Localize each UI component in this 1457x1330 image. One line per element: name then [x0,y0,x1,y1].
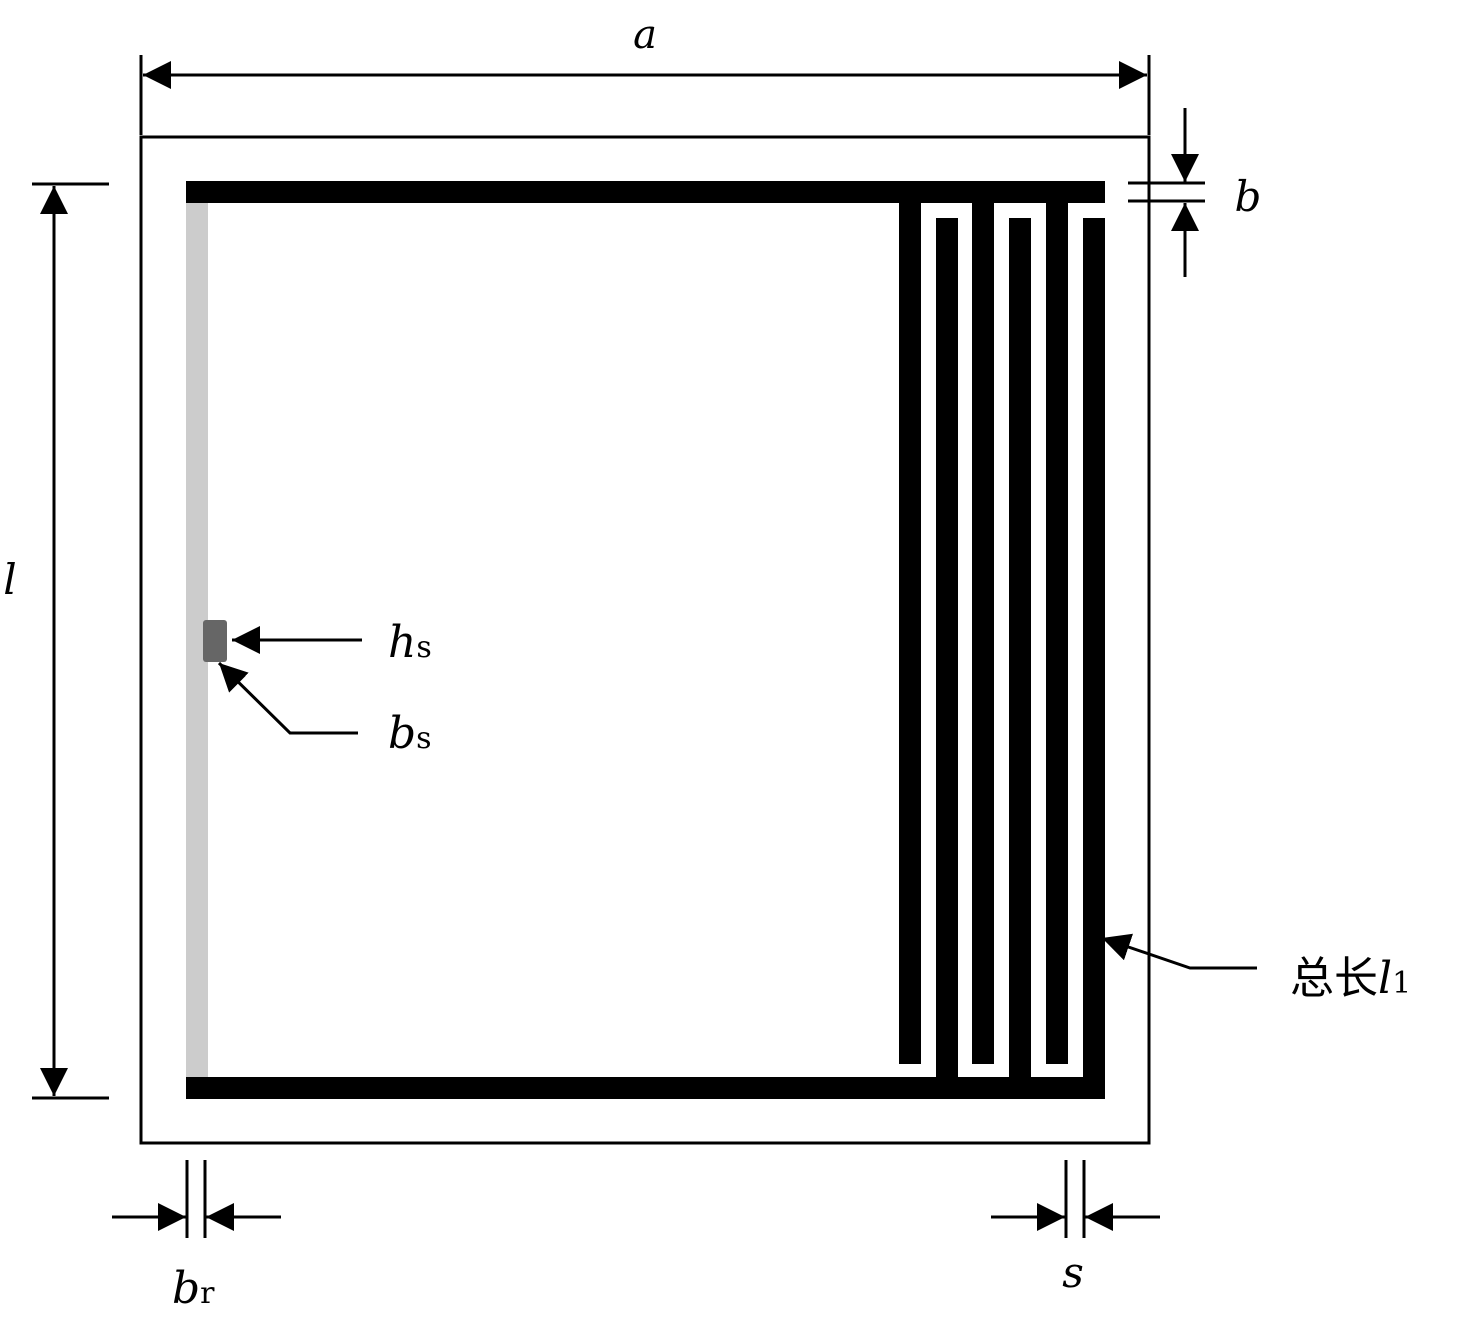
substrate-outline [139,135,1151,1145]
label-bs: bs [388,708,432,759]
label-s: s [1062,1248,1084,1297]
label-hs: hs [388,617,432,668]
label-total-length-prefix: 总长 [1290,953,1378,1004]
meander-finger-bottom-2 [1009,218,1031,1080]
label-bs-main: b [388,708,416,759]
label-br: br [172,1263,215,1314]
label-a: a [633,12,657,58]
bs-leader [217,661,358,735]
label-total-length-var: l [1378,953,1392,1004]
label-hs-main: h [388,617,416,668]
label-br-sub: r [200,1276,215,1311]
label-b: b [1235,172,1262,221]
label-l: l [3,555,16,604]
meander-finger-bottom-1 [936,218,958,1080]
total-length-leader [1101,933,1257,970]
meander-finger-top-3 [1046,200,1068,1064]
bottom-conductor [186,1077,1105,1099]
meander-finger-bottom-3 [1083,218,1105,1080]
feed-port [203,620,227,662]
left-strip [186,200,208,1082]
meander-finger-top-1 [899,200,921,1064]
label-bs-sub: s [416,721,431,756]
label-hs-sub: s [416,630,431,665]
top-conductor [186,181,1105,203]
label-br-main: b [172,1263,200,1314]
label-total-length-sub: 1 [1392,966,1411,1001]
label-total-length: 总长l1 [1290,953,1411,1004]
meander-finger-top-2 [972,200,994,1064]
